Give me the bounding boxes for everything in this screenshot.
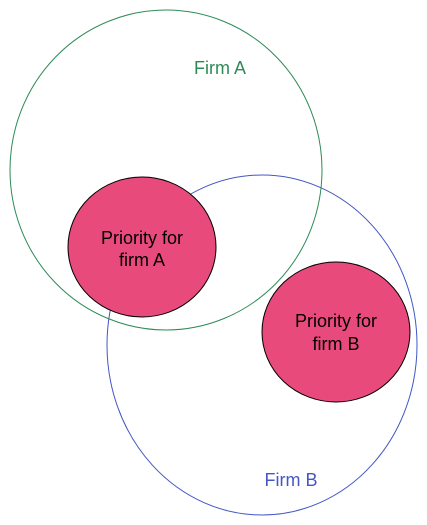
priority-a-label-line2: firm A — [119, 250, 165, 270]
firm-b-label: Firm B — [265, 470, 318, 490]
priority-a-label-line1: Priority for — [101, 228, 183, 248]
priority-b-label-line2: firm B — [313, 334, 360, 354]
priority-b-circle — [261, 261, 411, 403]
firm-b-ellipse — [106, 174, 418, 516]
priority-b-label-line1: Priority for — [295, 311, 377, 331]
priority-a-circle — [67, 176, 217, 318]
firm-a-ellipse — [9, 9, 323, 331]
firm-a-label: Firm A — [194, 58, 246, 78]
